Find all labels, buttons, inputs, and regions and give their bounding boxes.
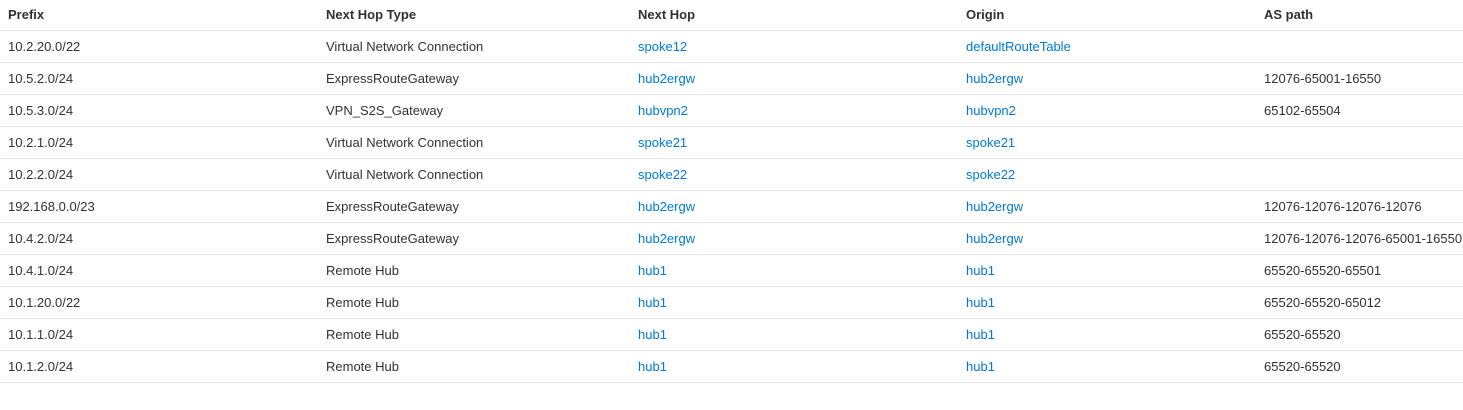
cell-next-hop-type: Virtual Network Connection bbox=[318, 158, 630, 191]
cell-next-hop-link[interactable]: spoke12 bbox=[638, 39, 688, 54]
column-header-origin[interactable]: Origin bbox=[958, 0, 1256, 31]
cell-next-hop[interactable]: hubvpn2 bbox=[630, 94, 958, 127]
column-header-next-hop[interactable]: Next Hop bbox=[630, 0, 958, 31]
cell-origin[interactable]: hub1 bbox=[958, 286, 1256, 319]
cell-prefix: 10.2.1.0/24 bbox=[0, 126, 318, 159]
cell-next-hop-type: Remote Hub bbox=[318, 254, 630, 287]
cell-origin-link[interactable]: hub1 bbox=[966, 263, 995, 278]
cell-next-hop-type: Remote Hub bbox=[318, 318, 630, 351]
cell-origin[interactable]: hubvpn2 bbox=[958, 94, 1256, 127]
cell-prefix: 10.2.20.0/22 bbox=[0, 30, 318, 63]
cell-origin-link[interactable]: spoke21 bbox=[966, 135, 1016, 150]
cell-as-path: 65520-65520-65501 bbox=[1256, 254, 1463, 287]
cell-next-hop[interactable]: hub2ergw bbox=[630, 190, 958, 223]
cell-next-hop-link[interactable]: hub1 bbox=[638, 295, 667, 310]
cell-origin[interactable]: hub2ergw bbox=[958, 222, 1256, 255]
table-header: Prefix Next Hop Type Next Hop Origin AS … bbox=[0, 0, 1463, 31]
cell-next-hop-type: Remote Hub bbox=[318, 350, 630, 383]
cell-next-hop-type: VPN_S2S_Gateway bbox=[318, 94, 630, 127]
cell-next-hop-type: Virtual Network Connection bbox=[318, 126, 630, 159]
cell-next-hop[interactable]: hub2ergw bbox=[630, 222, 958, 255]
cell-origin-link[interactable]: hub2ergw bbox=[966, 199, 1024, 214]
cell-origin[interactable]: defaultRouteTable bbox=[958, 30, 1256, 63]
cell-prefix: 192.168.0.0/23 bbox=[0, 190, 318, 223]
cell-next-hop-type: ExpressRouteGateway bbox=[318, 222, 630, 255]
cell-as-path: 12076-12076-12076-65001-16550 bbox=[1256, 222, 1463, 255]
cell-origin-link[interactable]: hub1 bbox=[966, 327, 995, 342]
cell-as-path bbox=[1256, 158, 1463, 191]
cell-next-hop-type: Virtual Network Connection bbox=[318, 30, 630, 63]
cell-next-hop-link[interactable]: hub1 bbox=[638, 359, 667, 374]
cell-as-path bbox=[1256, 126, 1463, 159]
cell-origin-link[interactable]: spoke22 bbox=[966, 167, 1016, 182]
cell-as-path: 65520-65520 bbox=[1256, 318, 1463, 351]
cell-next-hop-link[interactable]: spoke21 bbox=[638, 135, 688, 150]
cell-origin-link[interactable]: hub1 bbox=[966, 359, 995, 374]
cell-prefix: 10.1.1.0/24 bbox=[0, 318, 318, 351]
cell-origin[interactable]: hub1 bbox=[958, 350, 1256, 383]
cell-prefix: 10.5.3.0/24 bbox=[0, 94, 318, 127]
column-header-next-hop-type[interactable]: Next Hop Type bbox=[318, 0, 630, 31]
cell-prefix: 10.2.2.0/24 bbox=[0, 158, 318, 191]
table-bottom-spacer bbox=[0, 383, 1463, 407]
cell-origin[interactable]: spoke21 bbox=[958, 126, 1256, 159]
cell-origin-link[interactable]: hub2ergw bbox=[966, 231, 1024, 246]
cell-as-path: 12076-65001-16550 bbox=[1256, 62, 1463, 95]
effective-routes-table: Prefix Next Hop Type Next Hop Origin AS … bbox=[0, 0, 1463, 383]
column-header-prefix[interactable]: Prefix bbox=[0, 0, 318, 31]
column-header-as-path[interactable]: AS path bbox=[1256, 0, 1463, 31]
cell-prefix: 10.4.1.0/24 bbox=[0, 254, 318, 287]
cell-origin[interactable]: spoke22 bbox=[958, 158, 1256, 191]
cell-next-hop-link[interactable]: spoke22 bbox=[638, 167, 688, 182]
cell-next-hop[interactable]: spoke22 bbox=[630, 158, 958, 191]
cell-as-path: 65520-65520 bbox=[1256, 350, 1463, 383]
cell-as-path: 12076-12076-12076-12076 bbox=[1256, 190, 1463, 223]
table-header-row: Prefix Next Hop Type Next Hop Origin AS … bbox=[0, 0, 1463, 31]
cell-next-hop-type: Remote Hub bbox=[318, 286, 630, 319]
cell-next-hop[interactable]: hub1 bbox=[630, 286, 958, 319]
cell-prefix: 10.4.2.0/24 bbox=[0, 222, 318, 255]
cell-next-hop-link[interactable]: hubvpn2 bbox=[638, 103, 688, 118]
cell-next-hop[interactable]: spoke12 bbox=[630, 30, 958, 63]
cell-next-hop-link[interactable]: hub2ergw bbox=[638, 231, 696, 246]
cell-origin[interactable]: hub1 bbox=[958, 254, 1256, 287]
cell-next-hop[interactable]: hub1 bbox=[630, 350, 958, 383]
cell-next-hop[interactable]: spoke21 bbox=[630, 126, 958, 159]
cell-as-path bbox=[1256, 30, 1463, 63]
cell-prefix: 10.5.2.0/24 bbox=[0, 62, 318, 95]
cell-next-hop-type: ExpressRouteGateway bbox=[318, 62, 630, 95]
cell-next-hop-link[interactable]: hub1 bbox=[638, 263, 667, 278]
cell-as-path: 65102-65504 bbox=[1256, 94, 1463, 127]
cell-origin-link[interactable]: hubvpn2 bbox=[966, 103, 1016, 118]
cell-next-hop[interactable]: hub1 bbox=[630, 254, 958, 287]
cell-origin-link[interactable]: defaultRouteTable bbox=[966, 39, 1071, 54]
cell-next-hop-link[interactable]: hub1 bbox=[638, 327, 667, 342]
cell-origin[interactable]: hub2ergw bbox=[958, 62, 1256, 95]
cell-origin[interactable]: hub2ergw bbox=[958, 190, 1256, 223]
cell-as-path: 65520-65520-65012 bbox=[1256, 286, 1463, 319]
cell-next-hop[interactable]: hub1 bbox=[630, 318, 958, 351]
cell-next-hop-link[interactable]: hub2ergw bbox=[638, 71, 696, 86]
cell-prefix: 10.1.2.0/24 bbox=[0, 350, 318, 383]
cell-prefix: 10.1.20.0/22 bbox=[0, 286, 318, 319]
cell-next-hop[interactable]: hub2ergw bbox=[630, 62, 958, 95]
cell-origin[interactable]: hub1 bbox=[958, 318, 1256, 351]
cell-origin-link[interactable]: hub2ergw bbox=[966, 71, 1024, 86]
cell-next-hop-link[interactable]: hub2ergw bbox=[638, 199, 696, 214]
cell-origin-link[interactable]: hub1 bbox=[966, 295, 995, 310]
cell-next-hop-type: ExpressRouteGateway bbox=[318, 190, 630, 223]
